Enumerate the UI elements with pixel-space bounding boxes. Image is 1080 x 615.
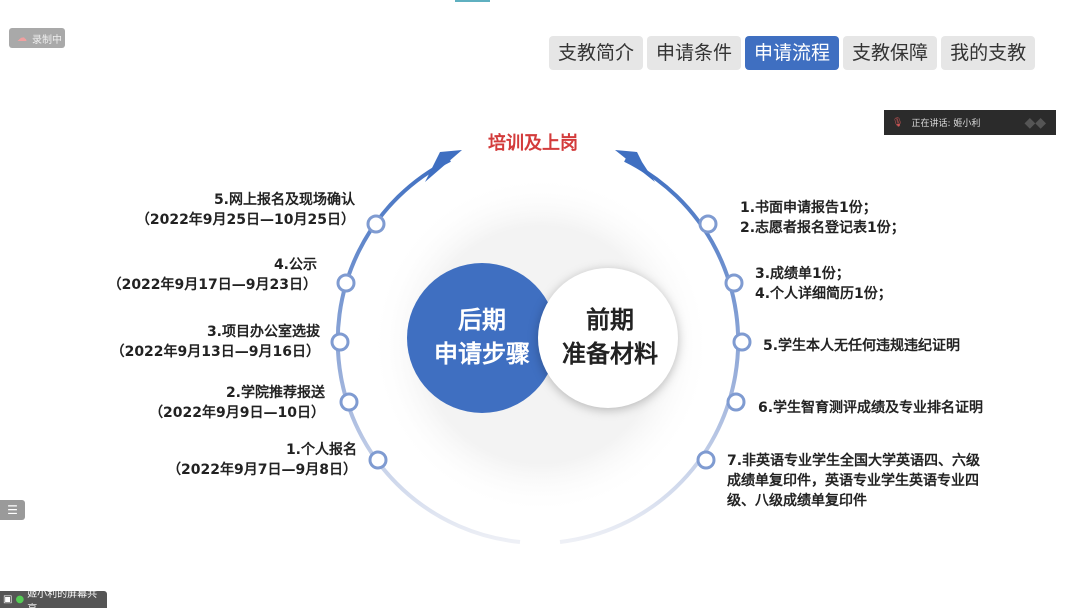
right-arc [559, 158, 741, 544]
screen-share-badge[interactable]: ▣ ● 姬小利的屏幕共享 [0, 589, 107, 615]
cloud-record-icon: ☁ [17, 32, 27, 44]
later-label-2: 申请步骤 [434, 340, 530, 368]
right-node [724, 273, 744, 293]
right-step-2: 3.成绩单1份；4.个人详细简历1份； [755, 266, 892, 302]
left-node [366, 214, 386, 234]
right-node [696, 450, 716, 470]
left-node [368, 450, 388, 470]
right-node [698, 214, 718, 234]
diagram-title: 培训及上岗 [488, 133, 578, 154]
left-step-2: 2.学院推荐报送（2022年9月9日—10日） [149, 385, 325, 421]
speaker-text: 正在讲话: 姬小利 [911, 119, 981, 129]
later-steps-circle [407, 263, 557, 413]
early-materials-label: 前期 准备材料 [540, 303, 680, 371]
recording-badge[interactable]: ☁ 录制中 [9, 28, 65, 48]
tab-intro[interactable]: 支教简介 [549, 36, 644, 70]
list-icon[interactable]: ☰ [0, 500, 25, 520]
top-indicator [455, 0, 490, 2]
left-node [339, 392, 359, 412]
left-step-5: 5.网上报名及现场确认（2022年9月25日—10月25日） [135, 192, 355, 228]
later-steps-label: 后期 申请步骤 [412, 303, 552, 371]
early-materials-circle [538, 268, 678, 408]
right-step-3: 5.学生本人无任何违规违纪证明 [763, 338, 961, 354]
tab-support[interactable]: 支教保障 [843, 36, 938, 70]
right-step-4: 6.学生智育测评成绩及专业排名证明 [758, 400, 984, 416]
right-step-1: 1.书面申请报告1份；2.志愿者报名登记表1份； [740, 200, 905, 236]
screen-share-label: 姬小利的屏幕共享 [27, 588, 98, 615]
nav-tabs: 支教简介 申请条件 申请流程 支教保障 我的支教 [549, 36, 1036, 70]
left-step-1: 1.个人报名（2022年9月7日—9月8日） [167, 442, 357, 478]
speaker-indicator: 🎙 正在讲话: 姬小利 ◆◆ [884, 110, 1056, 135]
mic-icon: ● [15, 594, 25, 605]
left-step-3: 3.项目办公室选拔（2022年9月13日—9月16日） [110, 324, 320, 360]
right-node [726, 392, 746, 412]
later-label-1: 后期 [458, 306, 506, 334]
left-arc [335, 158, 521, 544]
tab-conditions[interactable]: 申请条件 [647, 36, 742, 70]
early-label-2: 准备材料 [562, 340, 658, 368]
left-node [330, 332, 350, 352]
right-arrow-icon [615, 150, 655, 182]
left-arrow-icon [425, 150, 462, 182]
early-label-1: 前期 [586, 306, 634, 334]
left-step-4: 4.公示（2022年9月17日—9月23日） [107, 257, 317, 293]
mic-muted-icon: 🎙 [892, 117, 904, 128]
screen-icon: ▣ [3, 594, 13, 605]
right-step-5: 7.非英语专业学生全国大学英语四、六级成绩单复印件，英语专业学生英语专业四级、八… [727, 453, 981, 509]
left-node [336, 273, 356, 293]
right-node [732, 332, 752, 352]
tab-my[interactable]: 我的支教 [941, 36, 1036, 70]
recording-label: 录制中 [32, 34, 62, 46]
app-logo-icon: ◆◆ [1024, 114, 1046, 131]
tab-process[interactable]: 申请流程 [745, 36, 840, 70]
